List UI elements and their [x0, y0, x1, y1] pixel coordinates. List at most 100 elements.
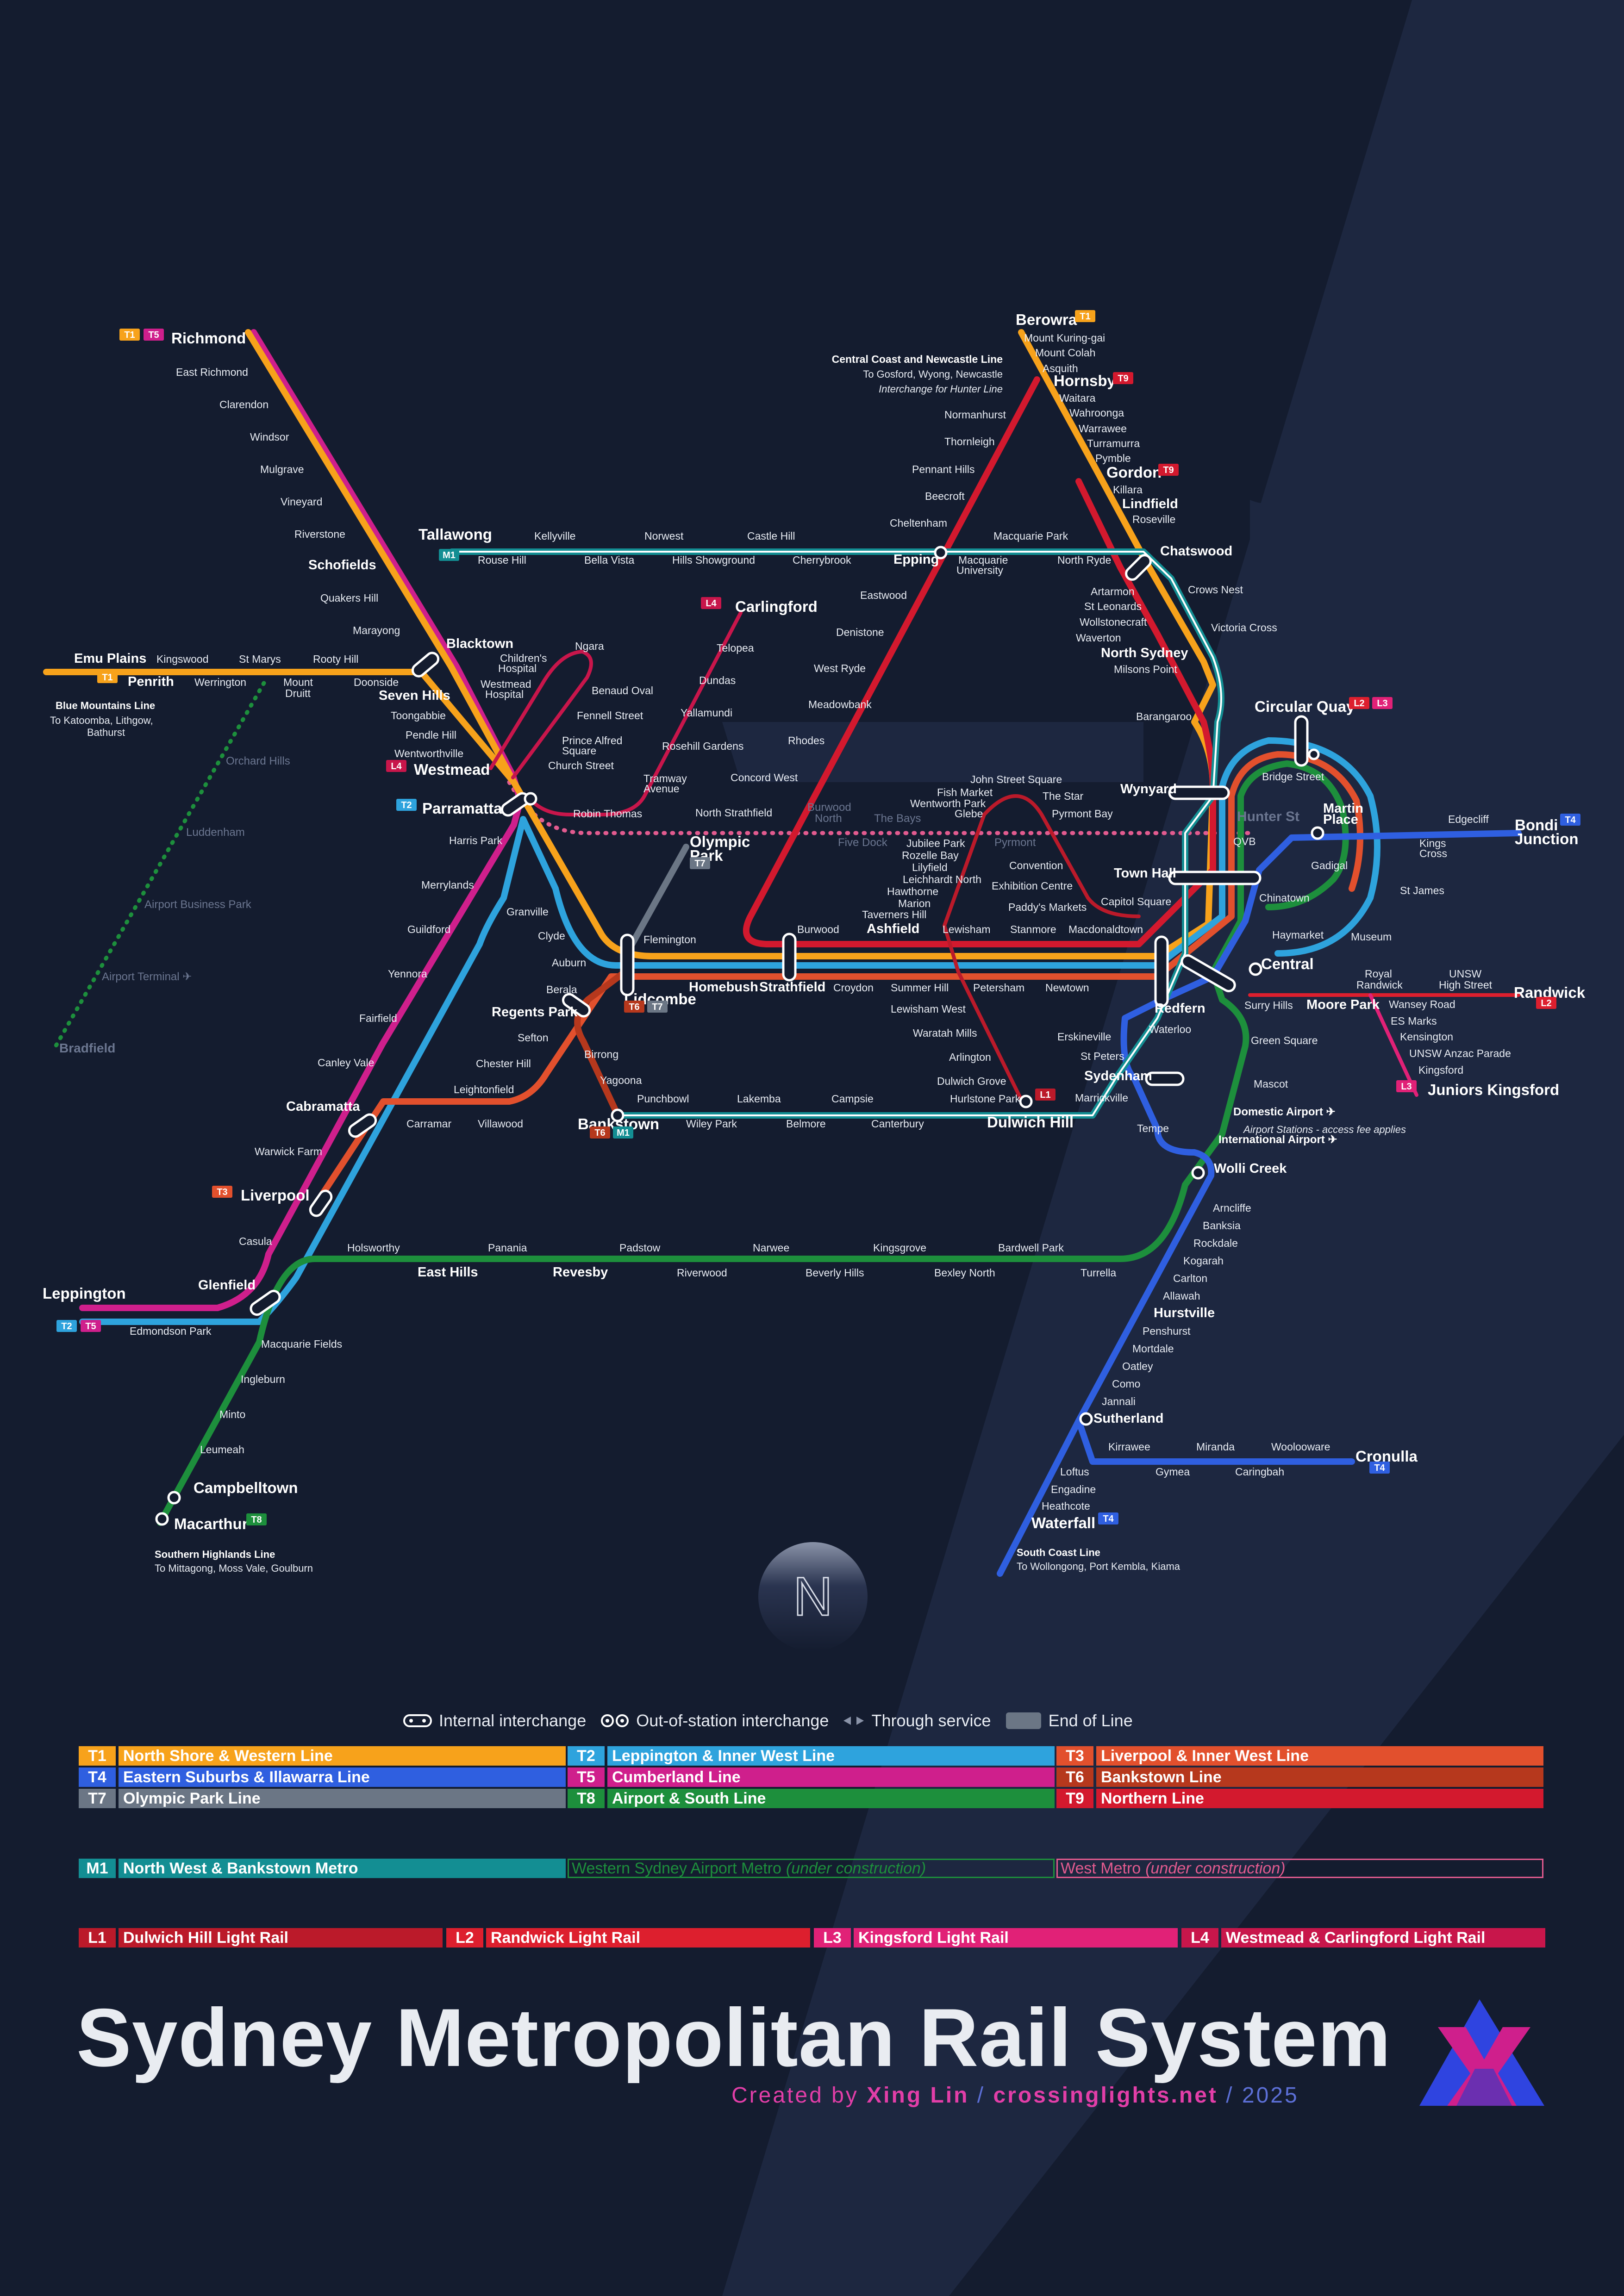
station-label[interactable]: Guildford — [407, 923, 450, 935]
station-label[interactable]: Robin Thomas — [573, 808, 642, 820]
station-label[interactable]: Kellyville — [534, 530, 575, 542]
station-label[interactable]: Martin — [1323, 801, 1363, 816]
station-label[interactable]: Canterbury — [871, 1118, 924, 1130]
station-label[interactable]: Rooty Hill — [313, 653, 358, 665]
station-label[interactable]: Seven Hills — [379, 688, 450, 703]
station-label[interactable]: Padstow — [619, 1242, 661, 1254]
station-label[interactable]: Strathfield — [759, 980, 825, 995]
station-label[interactable]: Dundas — [699, 674, 736, 686]
station-label[interactable]: Moore Park — [1306, 997, 1380, 1012]
station-label[interactable]: Waterfall — [1031, 1514, 1095, 1531]
station-label[interactable]: Richmond — [171, 330, 246, 347]
station-label[interactable]: Chatswood — [1160, 544, 1232, 559]
station-label[interactable]: Penshurst — [1143, 1325, 1191, 1337]
station-label[interactable]: Granville — [506, 906, 549, 918]
station-label[interactable]: Emu Plains — [74, 651, 146, 666]
interchange-wolli-creek[interactable] — [1191, 1166, 1205, 1180]
station-label[interactable]: Edgecliff — [1448, 813, 1489, 825]
station-label[interactable]: Lakemba — [737, 1093, 781, 1105]
station-label[interactable]: Museum — [1351, 931, 1392, 943]
station-label[interactable]: Marrickville — [1075, 1092, 1128, 1104]
station-label[interactable]: Regents Park — [492, 1005, 578, 1020]
station-label[interactable]: Windsor — [250, 431, 289, 443]
station-label[interactable]: Barangaroo — [1136, 710, 1192, 722]
interchange-circular-quay[interactable] — [1294, 715, 1309, 767]
station-label[interactable]: Tramway — [643, 772, 687, 784]
station-label[interactable]: Town Hall — [1114, 866, 1176, 881]
station-label[interactable]: St Peters — [1081, 1050, 1124, 1062]
station-label[interactable]: Castle Hill — [747, 530, 795, 542]
station-label[interactable]: Green Square — [1251, 1034, 1318, 1046]
station-label[interactable]: Panania — [488, 1242, 527, 1254]
station-label[interactable]: Kingswood — [156, 653, 209, 665]
station-label[interactable]: Wentworth Park — [910, 797, 986, 809]
station-label[interactable]: Avenue — [643, 783, 680, 795]
station-label[interactable]: Oatley — [1122, 1360, 1153, 1372]
station-label[interactable]: Benaud Oval — [592, 684, 653, 697]
station-label[interactable]: Punchbowl — [637, 1093, 689, 1105]
interchange-lidcombe[interactable] — [620, 933, 635, 996]
station-label[interactable]: Vineyard — [281, 496, 322, 508]
interchange-wynyard[interactable] — [1168, 785, 1230, 800]
station-label[interactable]: Westmead — [414, 761, 490, 778]
station-label[interactable]: Sefton — [518, 1032, 549, 1044]
interchange-macarthur[interactable] — [155, 1512, 169, 1526]
station-label[interactable]: Turramurra — [1087, 437, 1140, 449]
station-label[interactable]: Mascot — [1254, 1078, 1288, 1090]
station-label[interactable]: Arlington — [949, 1051, 991, 1063]
station-label[interactable]: Artarmon — [1091, 585, 1135, 597]
station-label[interactable]: Rhodes — [788, 734, 824, 747]
station-label[interactable]: Hawthorne — [887, 885, 938, 897]
station-label[interactable]: Macquarie Fields — [261, 1338, 342, 1350]
station-label[interactable]: Sydenham — [1084, 1069, 1152, 1083]
station-label[interactable]: UNSW Anzac Parade — [1409, 1047, 1511, 1059]
station-label[interactable]: Penrith — [128, 674, 174, 689]
station-label[interactable]: Minto — [219, 1408, 245, 1420]
station-label[interactable]: Carramar — [406, 1118, 451, 1130]
station-label[interactable]: Paddy's Markets — [1008, 901, 1087, 913]
station-label[interactable]: Waratah Mills — [913, 1027, 977, 1039]
station-label[interactable]: Chinatown — [1259, 892, 1310, 904]
station-label[interactable]: Belmore — [786, 1118, 826, 1130]
station-label[interactable]: Ingleburn — [241, 1373, 285, 1385]
station-label[interactable]: Denistone — [836, 626, 884, 638]
interchange-regents-park[interactable] — [561, 992, 592, 1019]
station-label[interactable]: Meadowbank — [808, 698, 872, 710]
station-label[interactable]: Pyrmont Bay — [1052, 808, 1113, 820]
station-label[interactable]: ES Marks — [1391, 1015, 1437, 1027]
station-label[interactable]: Domestic Airport ✈ — [1233, 1106, 1336, 1118]
station-label[interactable]: Pendle Hill — [406, 729, 456, 741]
station-label[interactable]: Exhibition Centre — [992, 880, 1073, 892]
station-label[interactable]: Merrylands — [421, 879, 474, 891]
station-label[interactable]: The Star — [1043, 790, 1084, 802]
station-label[interactable]: Prince Alfred — [562, 734, 622, 747]
station-label[interactable]: Convention — [1009, 859, 1063, 871]
station-label[interactable]: Waverton — [1076, 632, 1121, 644]
interchange-dulwich-hill[interactable] — [1019, 1095, 1033, 1108]
station-label[interactable]: Yagoona — [600, 1074, 642, 1086]
interchange-bankstown[interactable] — [611, 1108, 625, 1122]
station-label[interactable]: Luddenham — [186, 826, 245, 839]
station-label[interactable]: Clarendon — [219, 398, 269, 411]
station-label[interactable]: Berala — [546, 983, 577, 996]
station-label[interactable]: Killara — [1113, 484, 1143, 496]
station-label[interactable]: Taverners Hill — [862, 908, 926, 921]
station-label[interactable]: Mount Colah — [1035, 347, 1095, 359]
station-label[interactable]: Macarthur — [174, 1515, 248, 1532]
station-label[interactable]: Randwick — [1356, 979, 1403, 991]
station-label[interactable]: Riverwood — [677, 1267, 727, 1279]
station-label[interactable]: Ashfield — [867, 921, 919, 936]
interchange-glenfield[interactable] — [249, 1288, 282, 1317]
station-label[interactable]: Werrington — [194, 676, 246, 688]
interchange-central[interactable] — [1180, 953, 1237, 994]
credit-site[interactable]: crossinglights.net — [993, 2083, 1218, 2108]
interchange-martin-place[interactable] — [1311, 826, 1324, 840]
station-label[interactable]: St Leonards — [1084, 600, 1142, 612]
station-label[interactable]: Toongabbie — [391, 709, 446, 722]
station-label[interactable]: East Richmond — [176, 366, 248, 378]
station-label[interactable]: Banksia — [1203, 1220, 1241, 1232]
station-label[interactable]: Cherrybrook — [793, 554, 851, 566]
station-label[interactable]: Leppington — [43, 1285, 126, 1302]
station-label[interactable]: Doonside — [354, 676, 399, 688]
station-label[interactable]: Junction — [1515, 830, 1579, 847]
